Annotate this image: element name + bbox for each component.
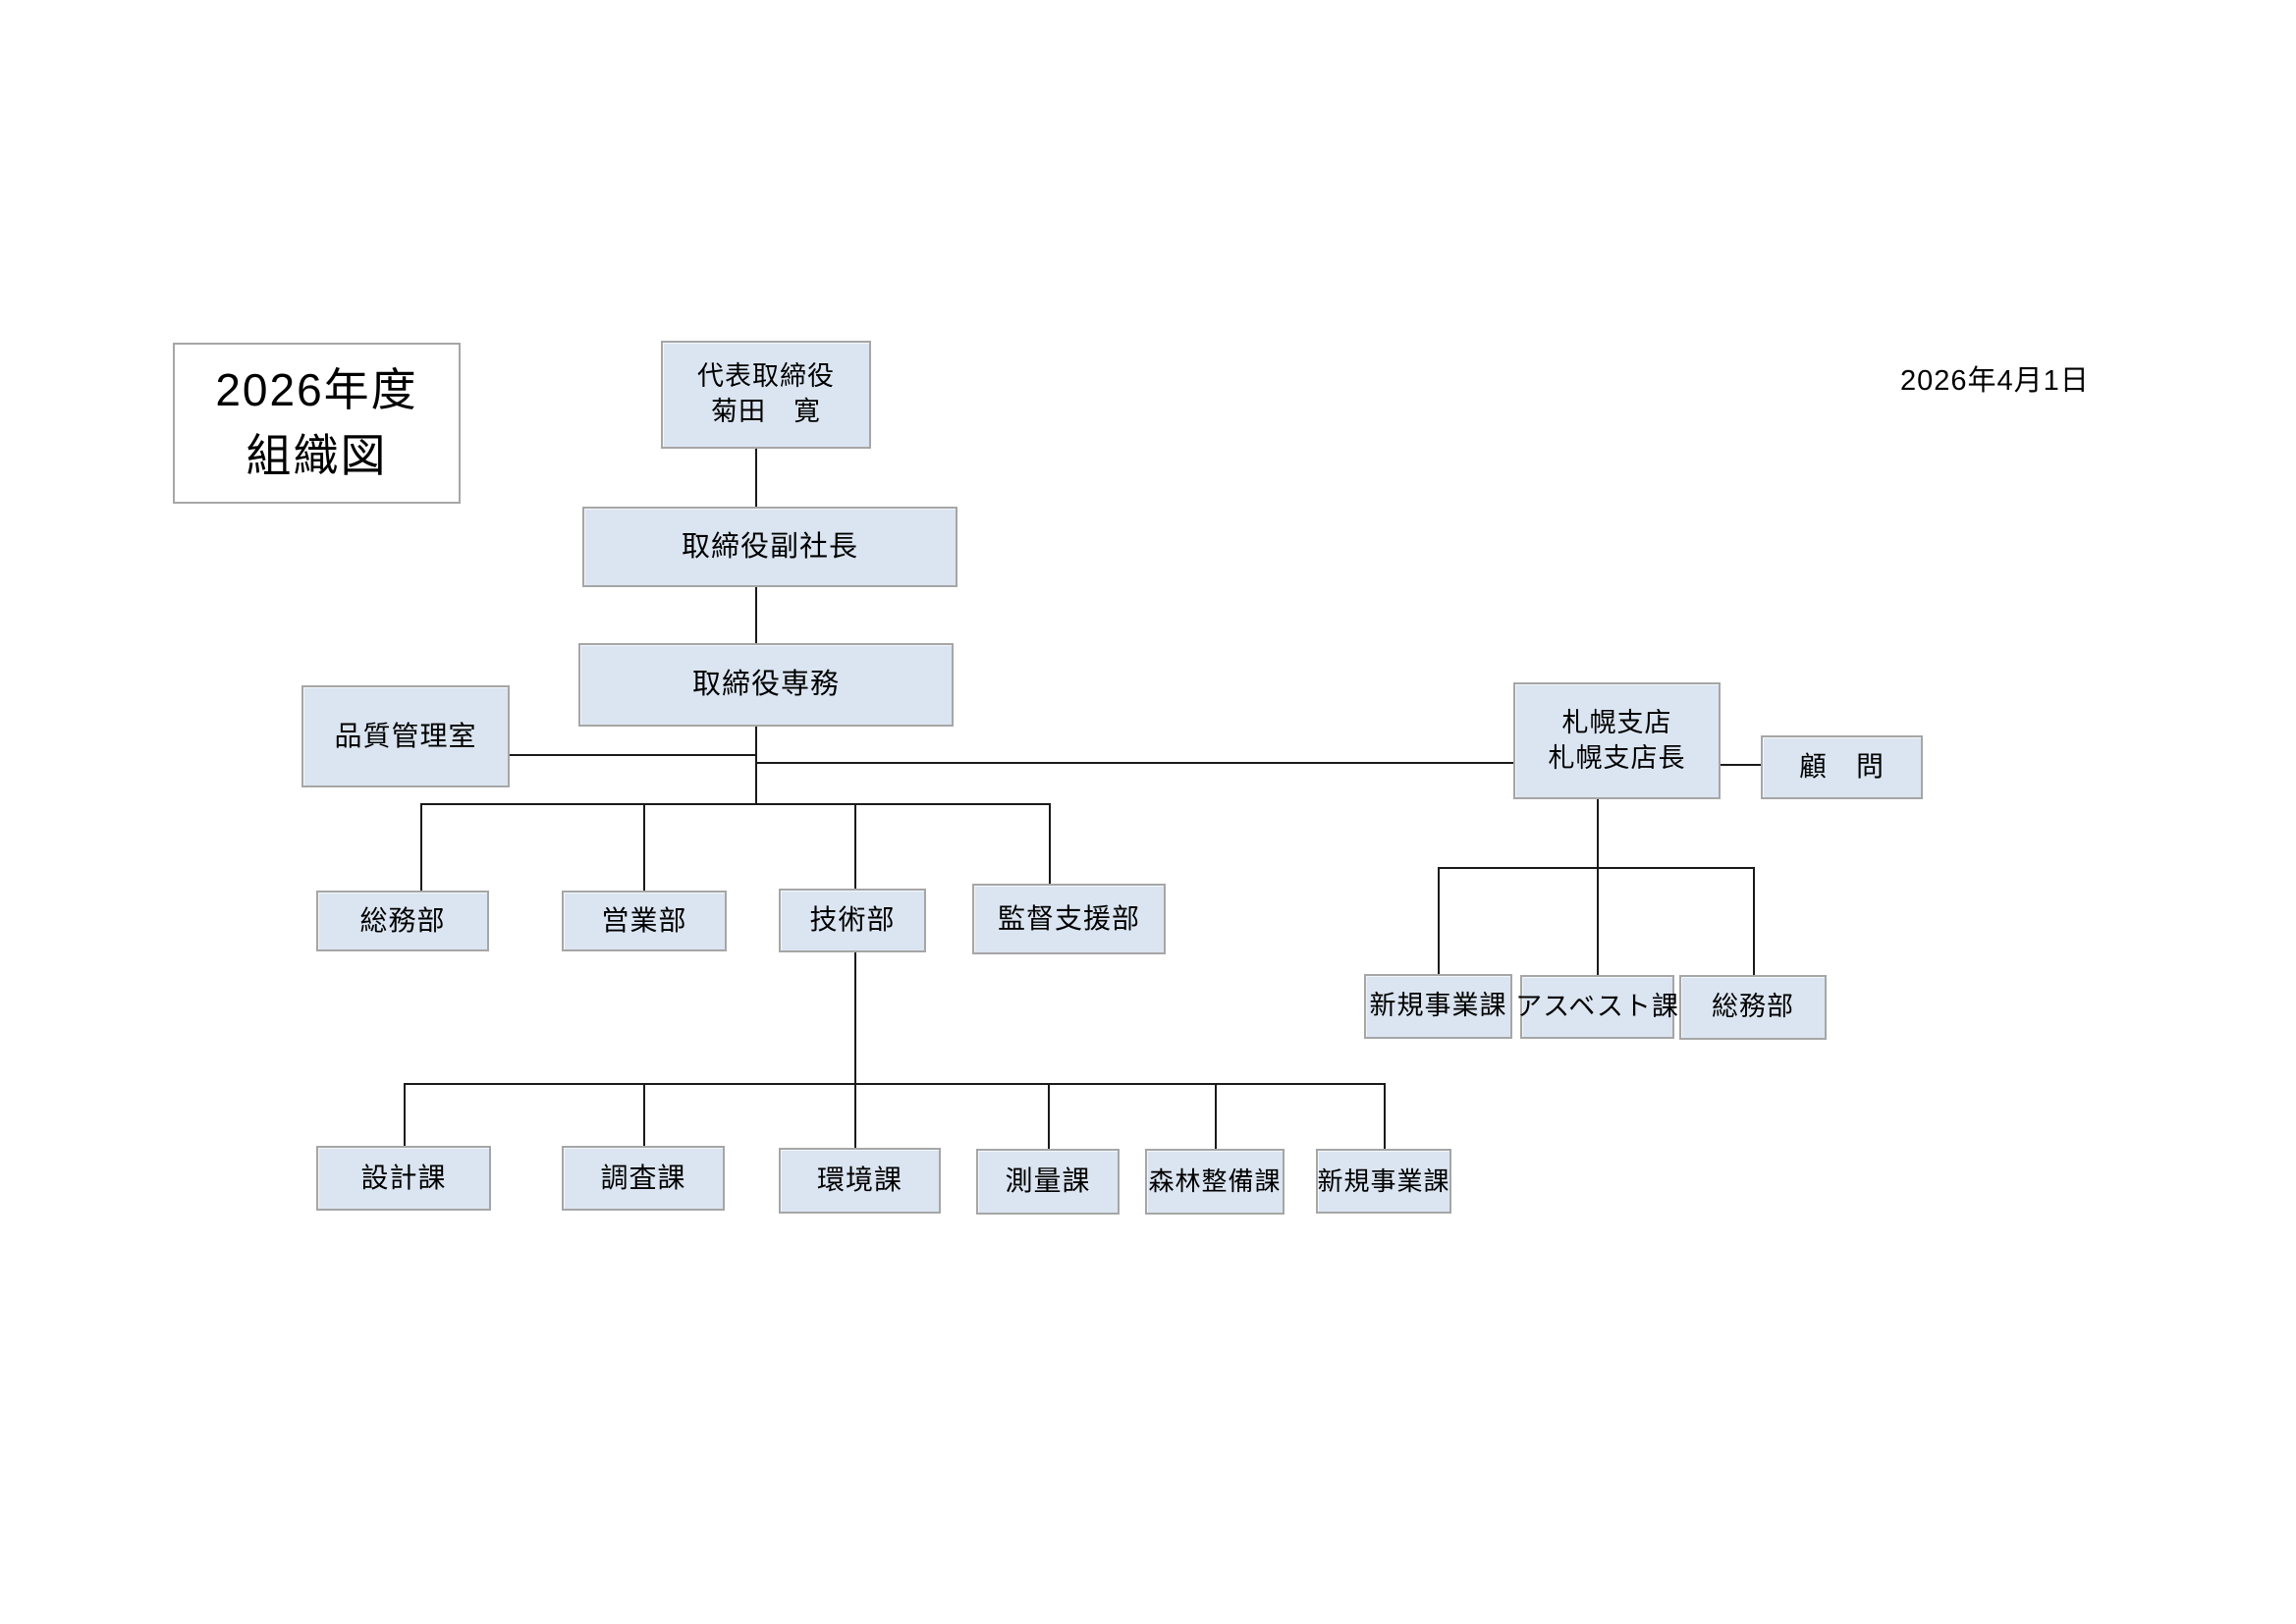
connector-drop-engineering — [854, 803, 856, 889]
connector-sapporo-advisor — [1721, 764, 1761, 766]
connector-drop-measurement — [1048, 1083, 1050, 1149]
node-president-name: 菊田 寛 — [711, 397, 821, 426]
connector-senior-branch — [755, 727, 757, 805]
node-advisor: 顧 問 — [1761, 735, 1923, 799]
node-new-business-section: 新規事業課 — [1316, 1149, 1451, 1214]
node-forest-maintenance-section: 森林整備課 — [1145, 1149, 1285, 1215]
connector-drop-sapporo-general-affairs — [1753, 867, 1755, 975]
node-sapporo-branch-line1: 札幌支店 — [1561, 707, 1672, 737]
node-general-affairs-dept: 総務部 — [316, 891, 489, 951]
connector-dept-branch — [420, 803, 1051, 805]
node-environment-section: 環境課 — [779, 1148, 941, 1214]
chart-title-line2: 組織図 — [246, 430, 388, 481]
connector-sapporo-down — [1597, 799, 1599, 867]
connector-drop-design — [404, 1083, 406, 1146]
node-design-section: 設計課 — [316, 1146, 491, 1211]
node-sapporo-asbestos-section: アスベスト課 — [1515, 975, 1678, 1039]
connector-sapporo-branch — [1438, 867, 1755, 869]
node-president-title: 代表取締役 — [697, 361, 835, 392]
node-sapporo-general-affairs-dept: 総務部 — [1679, 975, 1827, 1040]
connector-drop-new-business — [1384, 1083, 1386, 1149]
connector-drop-supervision — [1049, 803, 1051, 884]
node-senior-managing-director: 取締役専務 — [578, 643, 954, 727]
connector-drop-general-affairs — [420, 803, 422, 891]
node-survey-section: 調査課 — [562, 1146, 725, 1211]
node-quality-control-office: 品質管理室 — [301, 685, 510, 787]
node-president: 代表取締役 菊田 寛 — [661, 341, 871, 449]
node-supervision-support-dept: 監督支援部 — [972, 884, 1166, 954]
connector-vp-senior — [755, 587, 757, 643]
connector-president-vp — [755, 449, 757, 507]
connector-trunk-sapporo — [755, 762, 1513, 764]
connector-drop-survey — [643, 1083, 645, 1146]
connector-drop-forest — [1215, 1083, 1217, 1149]
connector-section-branch — [404, 1083, 1386, 1085]
connector-engineering-sections — [854, 952, 856, 1148]
node-sapporo-branch: 札幌支店 札幌支店長 — [1513, 682, 1721, 799]
chart-title-line1: 2026年度 — [215, 364, 418, 416]
node-vice-president: 取締役副社長 — [582, 507, 957, 587]
node-sapporo-branch-line2: 札幌支店長 — [1548, 742, 1686, 773]
effective-date: 2026年4月1日 — [1900, 365, 2090, 397]
connector-drop-sapporo-new-business — [1438, 867, 1440, 974]
chart-title-box: 2026年度 組織図 — [173, 343, 461, 504]
connector-quality-trunk — [510, 754, 757, 756]
connector-drop-asbestos — [1597, 867, 1599, 975]
node-measurement-section: 測量課 — [976, 1149, 1120, 1215]
node-engineering-dept: 技術部 — [779, 889, 926, 952]
node-sapporo-new-business-section: 新規事業課 — [1364, 974, 1512, 1039]
connector-drop-sales — [643, 803, 645, 891]
node-sales-dept: 営業部 — [562, 891, 727, 951]
